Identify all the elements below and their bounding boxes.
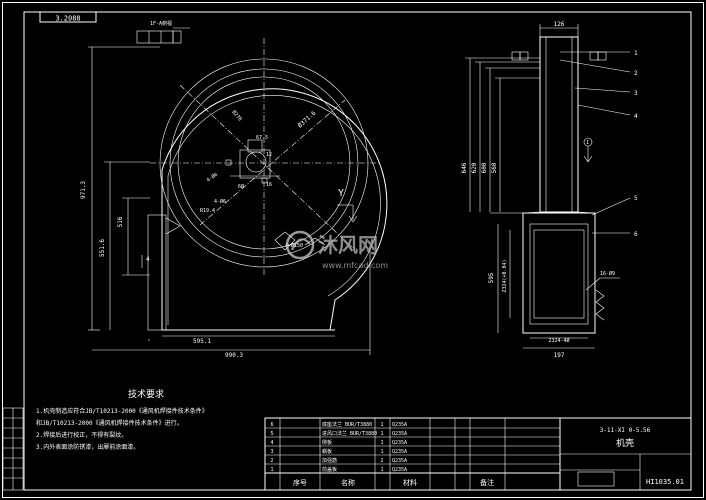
callout-3: 3 [634, 90, 638, 97]
bom-header-name: 名称 [341, 478, 355, 487]
callout-1: 1 [634, 50, 638, 57]
title-block-grid [264, 417, 692, 491]
bom-row-4-qty: 1 [380, 449, 383, 455]
drawing-subtitle: 3-11-XI 0-5.56 [600, 427, 651, 434]
bom-header-material: 材料 [403, 478, 417, 487]
dim-side-d: 560 [491, 162, 498, 173]
bom-row-6-no: 1 [270, 467, 273, 473]
bom-row-3-qty: 1 [380, 440, 383, 446]
bom-row-3-name: 侧板 [322, 439, 332, 446]
callout-2: 2 [634, 70, 638, 77]
bom-row-1-no: 6 [270, 422, 273, 428]
dim-small-b: 16 [266, 182, 272, 188]
bom-row-1-name: 底座法兰 BUR/T3880 [322, 421, 372, 428]
side-section-marker: 1 [586, 140, 589, 146]
bom-row-6-name: 前盖板 [322, 466, 337, 473]
bom-row-2-name: 进风口法兰 BUR/T3880 [322, 430, 377, 437]
bom-row-2-no: 5 [270, 431, 273, 437]
dim-inner-a: 67.5 [256, 135, 268, 141]
dim-height-mid: 551.6 [99, 239, 106, 257]
watermark-logo-icon [285, 230, 315, 260]
callout-5: 5 [634, 195, 638, 202]
bom-row-6-material: Q235A [392, 467, 407, 473]
bom-row-6-qty: 1 [380, 467, 383, 473]
dim-top-width: 126 [554, 21, 565, 28]
corner-tag-box [39, 11, 97, 23]
bom-row-2-qty: 1 [380, 431, 383, 437]
dim-center-offset: 4-Ø6 [214, 198, 226, 205]
dim-height-small: 516 [117, 216, 124, 227]
watermark-brand: 沐风网 [318, 233, 378, 257]
dim-radius-inner: R19.4 [200, 208, 215, 214]
dim-small-a: 12 [266, 152, 272, 158]
note-line-1: 1.机壳制造应符合JB/T10213-2000《通风机焊接件技术条件》 [36, 407, 208, 415]
dim-side-b: 620 [471, 162, 478, 173]
note-line-2: 和JB/T10213-2000《通风机焊接件技术条件》进行。 [36, 419, 183, 427]
section-arrow [337, 204, 358, 223]
bom-row-4-name: 蜗板 [322, 448, 332, 455]
bom-row-5-material: Q235A [392, 458, 407, 464]
datum-tag: 1F-A俯视 [150, 20, 172, 27]
note-line-4: 3.内外表面涂防锈漆，出厣前涂面漆。 [36, 443, 139, 451]
bom-row-4-material: Q235A [392, 449, 407, 455]
dim-side-a: 646 [461, 162, 468, 173]
side-view [465, 24, 631, 349]
drawing-number: HI1035.01 [646, 478, 684, 486]
bom-row-1-material: Q235A [392, 422, 407, 428]
dim-width-bottom: 595.1 [193, 338, 211, 345]
dim-box-w-inner: 2324-4Ø [548, 337, 569, 344]
watermark: 沐风网 www.mfcad.com [285, 230, 388, 270]
callout-4: 4 [634, 113, 638, 120]
dim-box-inner: 2324(+0.04) [502, 259, 508, 292]
note-line-3: 2.焊接后进行校正，不得有裂纹。 [36, 431, 127, 439]
corner-tag: 3.2088 [55, 15, 80, 23]
front-view [147, 38, 388, 341]
dim-bolt-holes: 16-Ø9 [600, 270, 615, 277]
dim-height-total: 971.3 [80, 181, 87, 199]
bom-row-5-qty: 2 [380, 458, 383, 464]
dim-box-w: 197 [554, 352, 565, 359]
section-mark: Y [338, 188, 344, 199]
dim-width-total: 990.3 [225, 352, 243, 359]
dim-height-tiny: 4 [146, 256, 150, 263]
dim-hub: 6Ø [238, 183, 244, 190]
bom-header-remark: 备注 [480, 478, 494, 487]
bom-row-3-material: Q235A [392, 440, 407, 446]
bom-header-no: 序号 [293, 478, 307, 487]
bom-row-5-no: 2 [270, 458, 273, 464]
bom-row-4-no: 3 [270, 449, 273, 455]
dim-box-h: 595 [488, 272, 495, 283]
side-housing [539, 36, 579, 213]
callout-6: 6 [634, 231, 638, 238]
front-dimension-lines [88, 46, 371, 355]
dim-side-c: 600 [481, 162, 488, 173]
bom-row-1-qty: 1 [380, 422, 383, 428]
outlet-duct [147, 214, 167, 331]
drawing-title: 机壳 [616, 437, 634, 449]
bom-row-3-no: 4 [270, 440, 273, 446]
side-base-box [522, 212, 596, 334]
notes-title: 技术要求 [128, 388, 164, 400]
bom-row-2-material: Q235A [392, 431, 407, 437]
bom-row-5-name: 加强筋 [322, 457, 337, 464]
watermark-url: www.mfcad.com [322, 261, 388, 270]
left-margin-table [2, 407, 24, 491]
